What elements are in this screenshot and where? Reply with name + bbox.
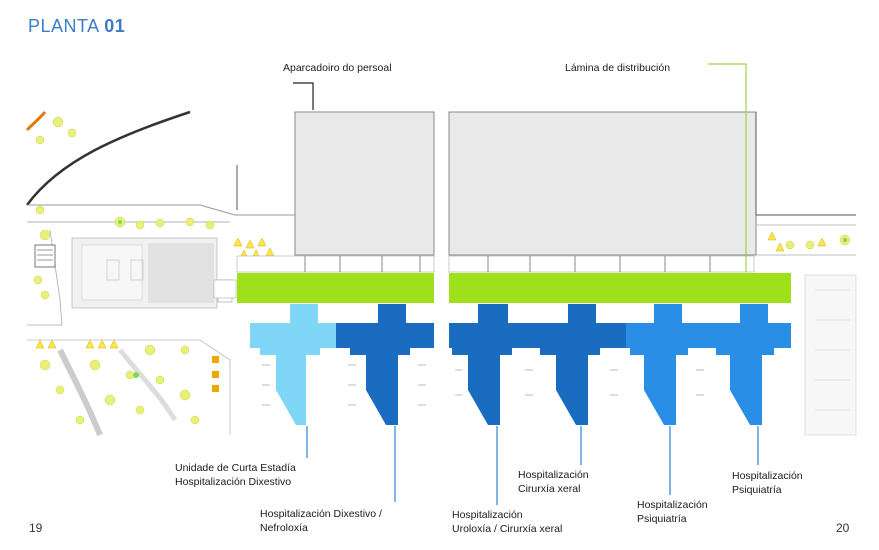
psych-b-line2: Psiquiatría (732, 484, 782, 496)
psychiatry-b-label: Hospitalización Psiquiatría (732, 469, 803, 497)
psych-a-line2: Psiquiatría (637, 513, 687, 525)
distribution-slab-label: Lámina de distribución (565, 62, 671, 74)
psych-b-line1: Hospitalización (732, 470, 803, 482)
page-number-left: 19 (29, 521, 43, 535)
short-stay-unit-label: Unidade de Curta Estadía Hospitalización… (175, 461, 296, 489)
general-surgery-label: Hospitalización Cirurxía xeral (518, 468, 589, 496)
urology-surgery-label: Hospitalización Uroloxía / Cirurxía xera… (452, 508, 562, 536)
page-number-right: 20 (836, 521, 850, 535)
urology-line2: Uroloxía / Cirurxía xeral (452, 523, 563, 535)
psychiatry-a-label: Hospitalización Psiquiatría (637, 498, 708, 526)
surgery-line2: Cirurxía xeral (518, 483, 581, 495)
title-number: 01 (104, 16, 126, 36)
digestive-nephrology-label: Hospitalización Dixestivo / Nefroloxía (260, 507, 382, 535)
page-title: PLANTA 01 (28, 16, 125, 37)
urology-line1: Hospitalización (452, 509, 523, 521)
right-site-plan (448, 111, 857, 436)
title-prefix: PLANTA (28, 16, 105, 36)
psych-a-line1: Hospitalización (637, 499, 708, 511)
surgery-line1: Hospitalización (518, 469, 589, 481)
digestive-line2: Nefroloxía (260, 522, 308, 534)
staff-parking-label: Aparcadoiro do persoal (283, 62, 392, 74)
short-stay-line1: Unidade de Curta Estadía (175, 462, 296, 474)
leader-lines (293, 63, 759, 505)
digestive-line1: Hospitalización Dixestivo / (260, 508, 382, 520)
short-stay-line2: Hospitalización Dixestivo (175, 476, 292, 488)
left-site-plan (25, 110, 435, 437)
